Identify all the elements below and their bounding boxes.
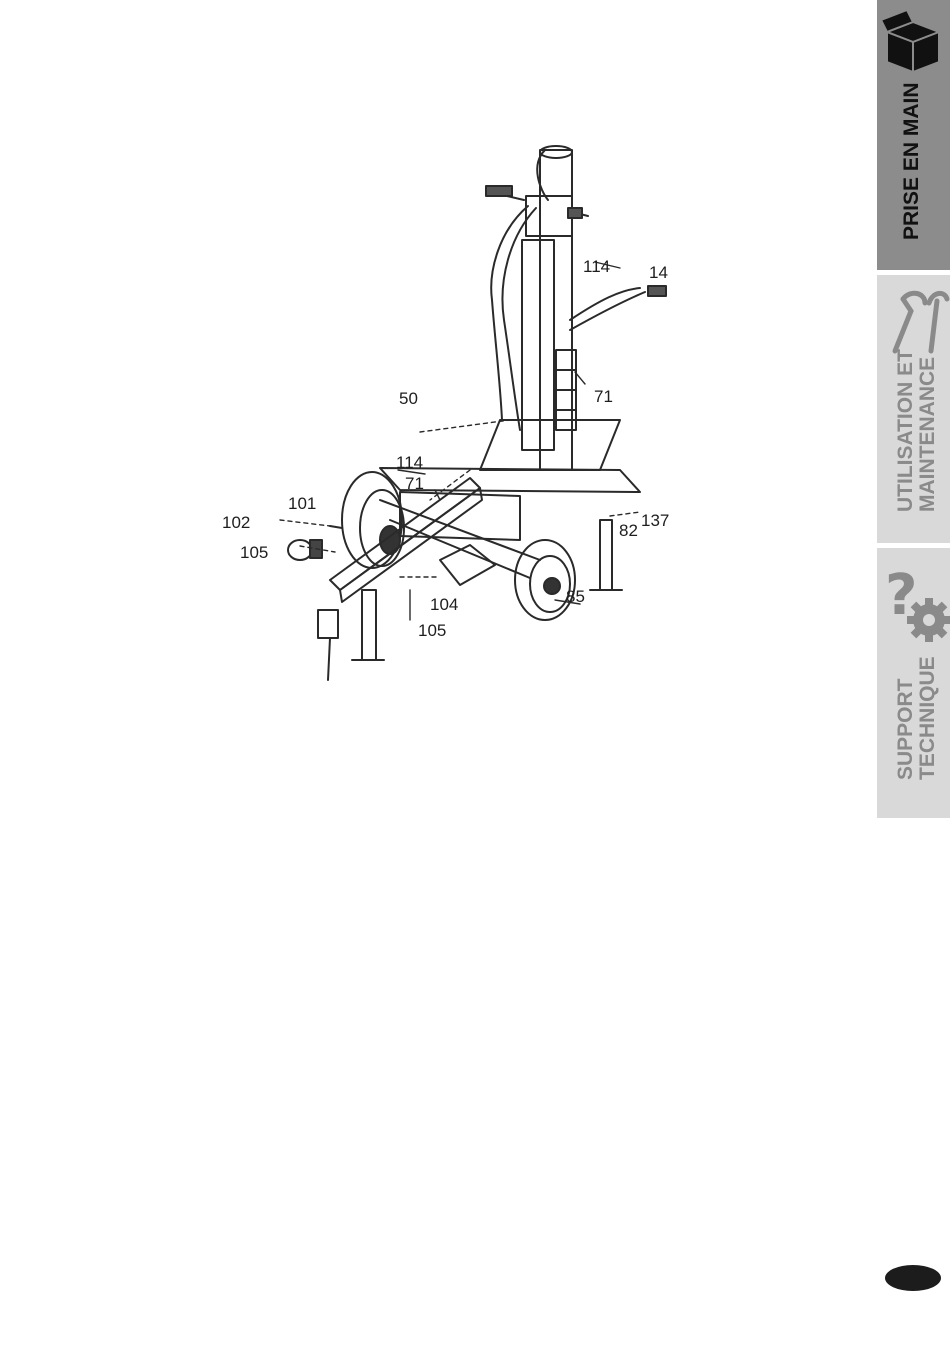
exploded-parts-diagram: 114 14 50 71 114 71 101 102 105 137 82 1… bbox=[0, 0, 870, 780]
callout-82: 82 bbox=[619, 521, 638, 540]
tab-support-technique[interactable]: ? SUPPORT TECHNIQUE bbox=[877, 548, 950, 818]
callout-137: 137 bbox=[641, 511, 669, 530]
callout-114-top: 114 bbox=[583, 257, 610, 276]
tab-utilisation-et-maintenance[interactable]: UTILISATION ET MAINTENANCE bbox=[877, 275, 950, 543]
box-icon bbox=[879, 6, 949, 76]
tab-label-line-2: TECHNIQUE bbox=[917, 656, 939, 780]
callout-71-right: 71 bbox=[594, 387, 613, 406]
callout-105-bottom: 105 bbox=[418, 621, 446, 640]
tab-label-line-1: UTILISATION ET bbox=[895, 349, 917, 512]
page-number-badge bbox=[885, 1265, 941, 1291]
callout-102: 102 bbox=[222, 513, 250, 532]
tab-label-line-1: PRISE EN MAIN bbox=[901, 82, 923, 240]
right-wheel bbox=[515, 540, 575, 620]
callout-14: 14 bbox=[649, 263, 668, 282]
tab-prise-en-main[interactable]: PRISE EN MAIN bbox=[877, 0, 950, 270]
callout-71-mid: 71 bbox=[405, 474, 424, 493]
tab-label-line-1: SUPPORT bbox=[895, 656, 917, 780]
callout-104: 104 bbox=[430, 595, 458, 614]
tab-label-line-2: MAINTENANCE bbox=[917, 349, 939, 512]
callout-85: 85 bbox=[566, 587, 585, 606]
callout-114-mid: 114 bbox=[396, 453, 423, 472]
callout-105-left: 105 bbox=[240, 543, 268, 562]
question-gear-icon: ? bbox=[879, 556, 950, 646]
callout-101: 101 bbox=[288, 494, 316, 513]
callout-50: 50 bbox=[399, 389, 418, 408]
